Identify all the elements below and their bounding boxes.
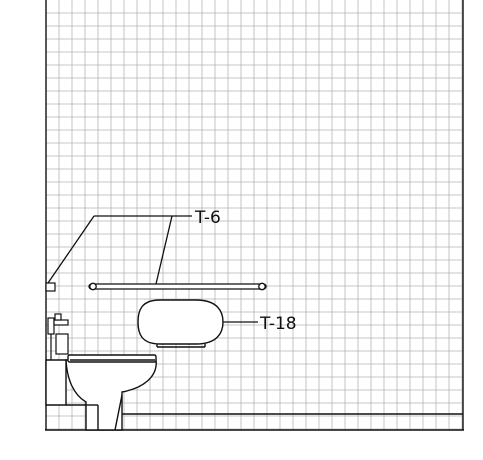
toilet-tissue-dispenser	[137, 299, 224, 348]
rear-grab-bar	[88, 282, 267, 291]
water-closet	[45, 354, 157, 431]
side-grab-bar-end	[45, 282, 56, 292]
callout-label-t18: T-18	[259, 314, 297, 334]
flush-valve	[47, 313, 69, 360]
callout-leaders	[47, 215, 258, 323]
callout-label-t6: T-6	[194, 208, 221, 228]
